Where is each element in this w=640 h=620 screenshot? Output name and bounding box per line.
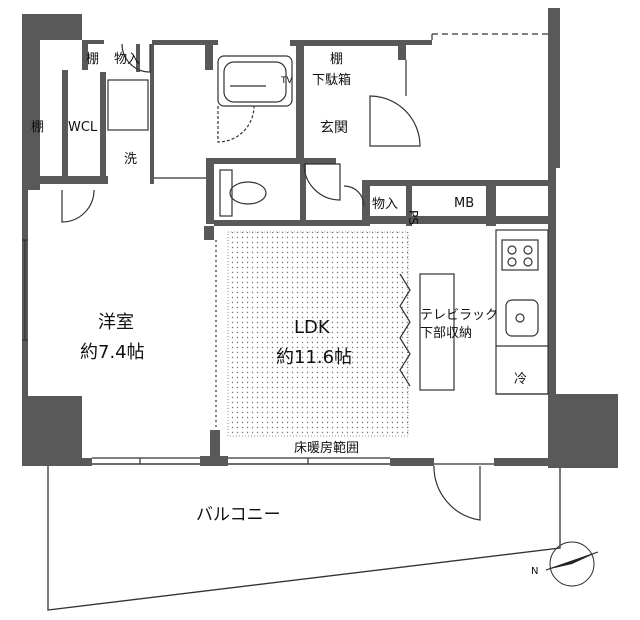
room-labels: 棚 物入 棚 WCL 洗 棚 下駄箱 TV 玄関 物入 PS MB 洋室 約7.… (31, 52, 527, 525)
label-mono-top-left: 物入 (114, 52, 140, 67)
label-floor-heating: 床暖房範囲 (294, 440, 359, 456)
label-tv-rack-1: テレビラック (420, 308, 498, 323)
balcony-outline (47, 463, 561, 611)
label-youshitsu-size: 約7.4帖 (80, 342, 145, 363)
label-mb: MB (454, 196, 474, 211)
floor-heating-area (227, 231, 409, 437)
label-ldk: LDK (294, 317, 331, 338)
label-shoe-box: 下駄箱 (312, 72, 351, 88)
label-balcony: バルコニー (196, 505, 281, 525)
label-sen: 洗 (124, 152, 137, 167)
label-tv: TV (280, 76, 293, 86)
label-ldk-size: 約11.6帖 (276, 347, 352, 368)
label-mono-center: 物入 (372, 197, 398, 212)
label-rei: 冷 (514, 372, 527, 387)
label-tana-entry: 棚 (330, 52, 343, 67)
north-arrow: N (531, 541, 599, 587)
north-label: N (531, 566, 538, 577)
thin-lines (22, 33, 549, 521)
label-wcl: WCL (68, 120, 98, 135)
label-tv-rack-2: 下部収納 (420, 326, 472, 341)
label-youshitsu: 洋室 (98, 312, 134, 333)
label-tana-left: 棚 (31, 120, 44, 135)
label-tana-top-left: 棚 (86, 52, 99, 67)
label-ps: PS (406, 210, 420, 225)
label-genkan: 玄関 (320, 119, 348, 136)
